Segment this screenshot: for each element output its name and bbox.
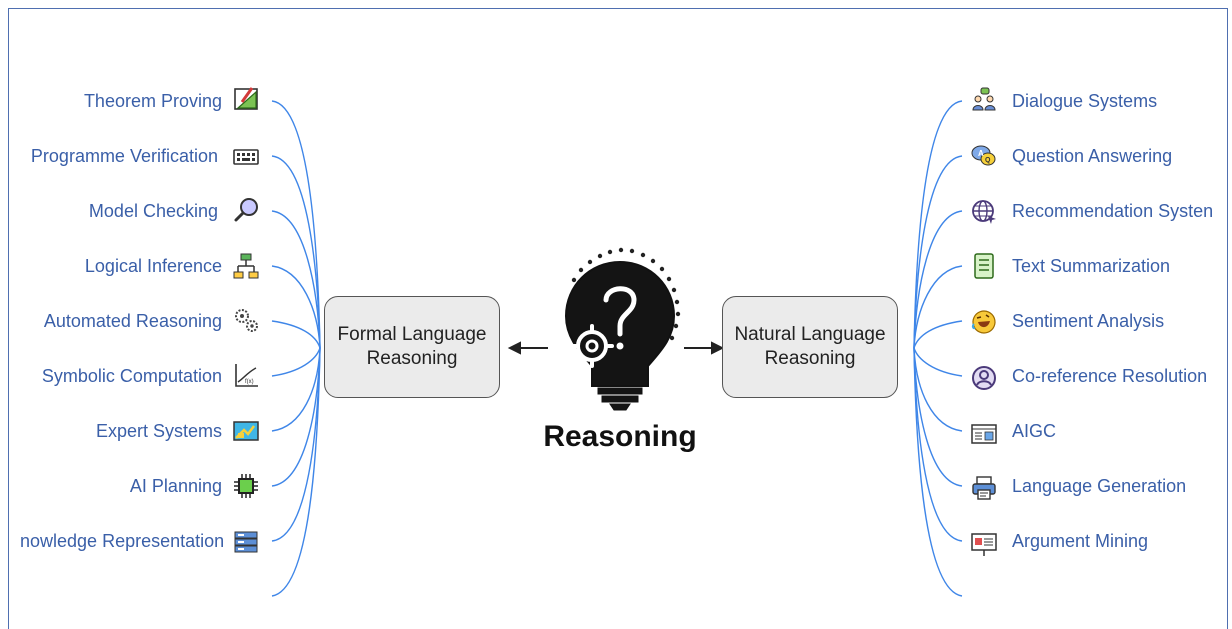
flowchart-icon <box>233 253 259 279</box>
lightbulb-icon <box>564 247 681 411</box>
left-wire-3 <box>271 210 321 349</box>
right-item-label: Recommendation Systen <box>1012 201 1214 221</box>
left-item-label: nowledge Representation <box>20 531 225 551</box>
magnifier-icon <box>234 198 258 222</box>
natural-box-line1: Natural Language <box>734 324 886 345</box>
right-wire-10 <box>913 347 963 597</box>
function-graph-icon: f(x) <box>235 364 258 387</box>
printer-icon <box>972 476 996 500</box>
left-item-label: Automated Reasoning <box>43 311 222 331</box>
projector-screen-icon <box>971 533 997 556</box>
right-item-label: Language Generation <box>1012 476 1187 496</box>
right-wire-3 <box>913 210 963 349</box>
diagram-title: Reasoning <box>543 420 697 453</box>
right-item-label: Question Answering <box>1012 146 1173 166</box>
left-item-label: Symbolic Computation <box>41 366 222 386</box>
title-reflection: ​ <box>540 466 700 492</box>
svg-text:Q: Q <box>985 157 991 164</box>
user-circle-icon <box>972 366 996 390</box>
globe-cursor-icon <box>972 200 996 224</box>
right-wire-6 <box>913 347 963 377</box>
right-item-label: Sentiment Analysis <box>1012 311 1165 331</box>
chip-icon <box>234 474 258 498</box>
svg-text:A: A <box>978 149 984 158</box>
svg-text:f(x): f(x) <box>245 379 254 385</box>
formal-box-line2: Reasoning <box>366 348 458 369</box>
arrow-left-head <box>507 341 521 355</box>
server-rack-icon <box>234 531 258 553</box>
right-item-label: Text Summarization <box>1012 256 1171 276</box>
left-item-label: Logical Inference <box>84 256 222 276</box>
left-wire-9 <box>271 347 321 542</box>
left-wire-5 <box>271 320 321 349</box>
right-wire-9 <box>913 347 963 542</box>
formal-box-line1: Formal Language <box>337 324 487 345</box>
formal-language-box: Formal Language Reasoning <box>324 296 500 398</box>
browser-window-icon <box>971 424 997 444</box>
presentation-board-icon <box>233 421 259 441</box>
natural-language-box: Natural Language Reasoning <box>722 296 898 398</box>
conversation-icon <box>972 87 996 111</box>
gears-icon <box>235 309 258 332</box>
pencil-ruler-icon <box>234 87 258 110</box>
right-item-label: Dialogue Systems <box>1012 91 1158 111</box>
left-item-label: Theorem Proving <box>83 91 222 111</box>
left-item-label: Programme Verification <box>30 146 218 166</box>
right-item-label: AIGC <box>1012 421 1057 441</box>
qa-bubbles-icon: A Q <box>971 145 996 166</box>
left-item-label: AI Planning <box>129 476 222 496</box>
left-wire-2 <box>271 155 321 349</box>
left-wire-8 <box>271 347 321 487</box>
laughing-emoji-icon <box>971 310 996 334</box>
arrow-right-head <box>711 341 725 355</box>
left-wire-10 <box>271 347 321 597</box>
connector-lines <box>271 100 963 597</box>
left-item-label: Model Checking <box>88 201 218 221</box>
right-wire-4 <box>913 265 963 349</box>
document-list-icon <box>974 253 994 279</box>
right-wire-5 <box>913 320 963 349</box>
keyboard-icon <box>233 149 259 165</box>
natural-box-line2: Reasoning <box>764 348 856 369</box>
right-item-label: Co-reference Resolution <box>1012 366 1208 386</box>
left-item-label: Expert Systems <box>95 421 222 441</box>
right-item-label: Argument Mining <box>1012 531 1149 551</box>
right-wire-2 <box>913 155 963 349</box>
right-wire-8 <box>913 347 963 487</box>
left-wire-4 <box>271 265 321 349</box>
left-wire-6 <box>271 347 321 377</box>
